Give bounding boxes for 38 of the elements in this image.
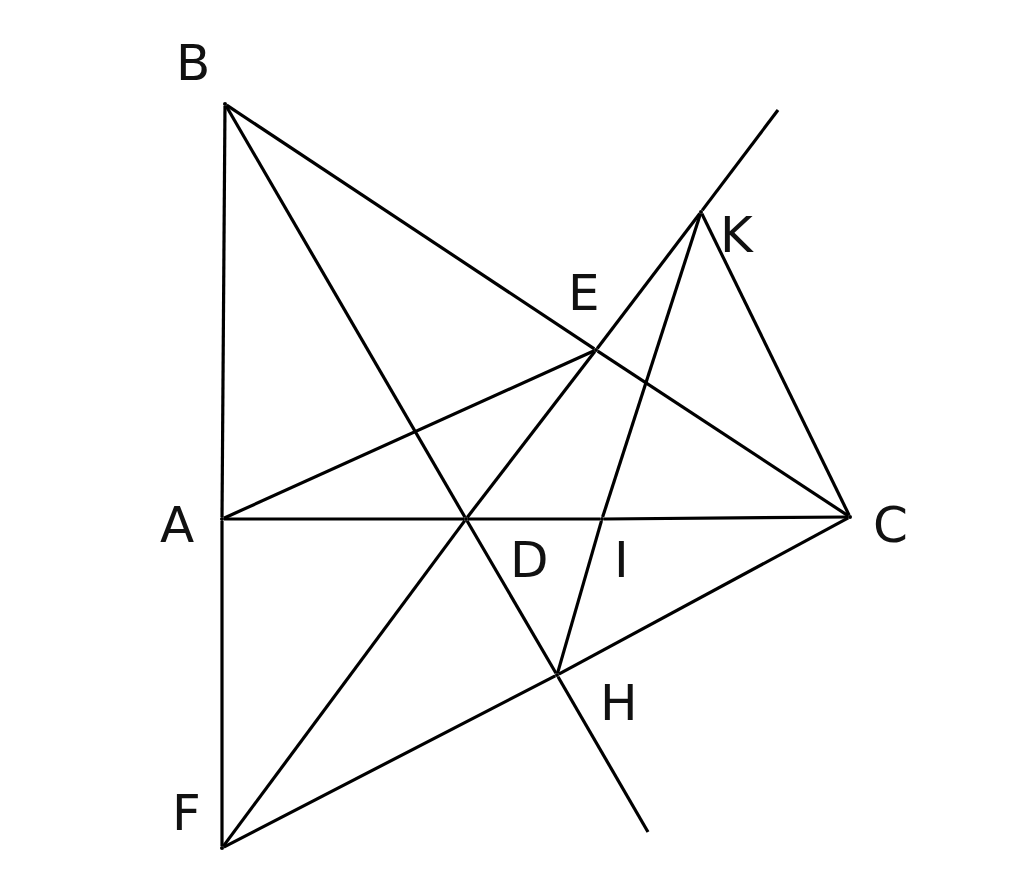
line-segment xyxy=(225,103,596,351)
vertex-point xyxy=(220,517,224,521)
line-segment xyxy=(601,213,702,518)
line-segment xyxy=(223,349,595,520)
line-segment xyxy=(465,519,558,675)
vertex-point xyxy=(464,517,468,521)
line-segment xyxy=(221,519,467,848)
line-segment xyxy=(465,350,597,519)
line-segment xyxy=(220,106,227,517)
line-segment xyxy=(220,521,224,846)
vertex-point xyxy=(848,515,852,519)
line-segment xyxy=(596,349,850,518)
line-segment xyxy=(224,517,464,521)
point-label: B xyxy=(176,38,211,88)
vertex-point xyxy=(220,846,224,850)
point-label: F xyxy=(172,788,201,838)
vertex-point xyxy=(555,673,559,677)
vertex-point xyxy=(699,210,703,214)
point-label: I xyxy=(614,535,629,585)
line-segment xyxy=(595,212,702,350)
line-segment xyxy=(223,674,556,849)
vertex-point xyxy=(600,517,604,521)
point-label: E xyxy=(568,268,600,318)
point-label: D xyxy=(510,535,549,585)
line-segment xyxy=(604,515,848,521)
point-label: H xyxy=(600,678,638,728)
point-label: K xyxy=(720,210,753,260)
point-label: C xyxy=(873,500,908,550)
line-segment xyxy=(556,675,650,833)
vertex-point xyxy=(594,348,598,352)
vertex-point xyxy=(223,102,227,106)
point-label: A xyxy=(160,500,195,550)
line-segment xyxy=(468,517,600,521)
line-segment xyxy=(224,104,467,519)
line-segment xyxy=(700,109,780,212)
line-segment xyxy=(556,520,603,674)
line-segment xyxy=(700,213,851,516)
line-segment xyxy=(558,516,849,676)
